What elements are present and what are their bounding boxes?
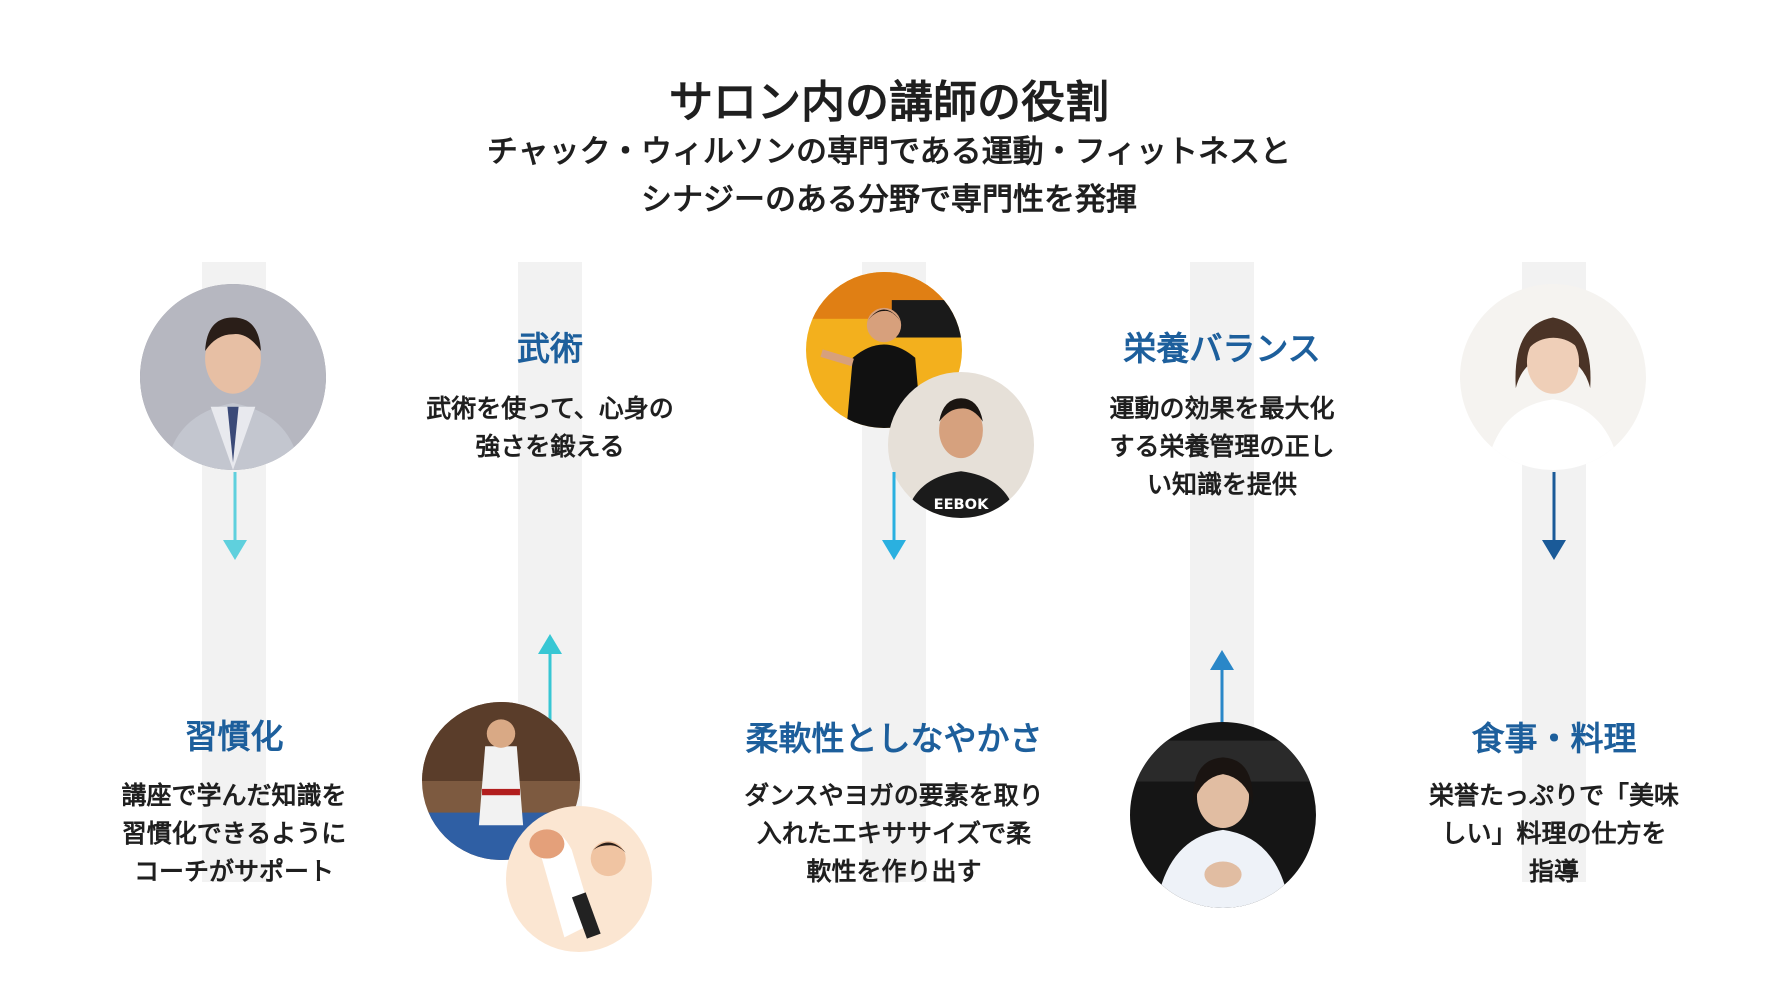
desc-cooking: 栄誉たっぷりで「美味 しい」料理の仕方を 指導 xyxy=(1428,781,1679,886)
nutrition-instructor-photo xyxy=(1130,722,1316,908)
heading-habit: 習慣化 xyxy=(184,717,284,756)
desc-flexibility: ダンスやヨガの要素を取り 入れたエキササイズで柔 軟性を作り出す xyxy=(744,781,1044,886)
coach-portrait-photo xyxy=(140,284,326,470)
desc-nutrition: 運動の効果を最大化 する栄養管理の正し い知識を提供 xyxy=(1109,394,1335,499)
heading-nutrition: 栄養バランス xyxy=(1123,329,1321,368)
arrow-down-icon xyxy=(881,472,907,562)
page-title: サロン内の講師の役割 xyxy=(669,77,1109,128)
heading-flexibility: 柔軟性としなやかさ xyxy=(745,719,1043,758)
page-subtitle: チャック・ウィルソンの専門である運動・フィットネスと シナジーのある分野で専門性… xyxy=(0,128,1778,224)
cooking-instructor-photo xyxy=(1460,284,1646,470)
fitness-trainer-photo: EEBOK xyxy=(888,372,1034,518)
arrow-down-icon xyxy=(222,472,248,562)
desc-martial-arts: 武術を使って、心身の 強さを鍛える xyxy=(426,394,674,461)
subtitle-line-1: チャック・ウィルソンの専門である運動・フィットネスと xyxy=(486,134,1292,170)
subtitle-line-2: シナジーのある分野で専門性を発揮 xyxy=(641,182,1137,218)
arrow-down-icon xyxy=(1541,472,1567,562)
arrow-up-icon xyxy=(1209,650,1235,730)
heading-martial-arts: 武術 xyxy=(517,329,583,368)
heading-cooking: 食事・料理 xyxy=(1471,719,1637,758)
svg-text:EEBOK: EEBOK xyxy=(934,496,989,513)
arrow-up-icon xyxy=(537,634,563,724)
desc-habit: 講座で学んだ知識を 習慣化できるように コーチがサポート xyxy=(121,781,347,886)
dance-instructor-photo xyxy=(806,272,962,428)
karate-kick-photo xyxy=(506,806,652,952)
